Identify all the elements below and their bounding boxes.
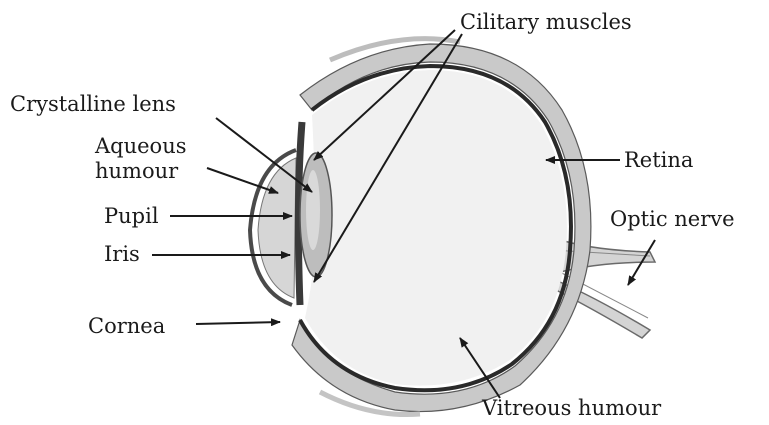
pointer-cornea: [196, 322, 280, 324]
label-vitreous-humour: Vitreous humour: [482, 396, 661, 420]
label-aqueous-line1: Aqueous: [95, 134, 187, 159]
label-cornea: Cornea: [88, 314, 165, 338]
label-iris: Iris: [104, 242, 140, 266]
label-aqueous-line2: humour: [95, 159, 187, 184]
label-aqueous-humour: Aqueous humour: [95, 134, 187, 184]
label-crystalline-lens: Crystalline lens: [10, 92, 176, 116]
label-optic-nerve: Optic nerve: [610, 207, 735, 231]
label-pupil: Pupil: [104, 204, 159, 228]
label-retina: Retina: [624, 148, 693, 172]
label-ciliary-muscles: Cilitary muscles: [460, 10, 632, 34]
vitreous-body-shape: [305, 70, 567, 386]
